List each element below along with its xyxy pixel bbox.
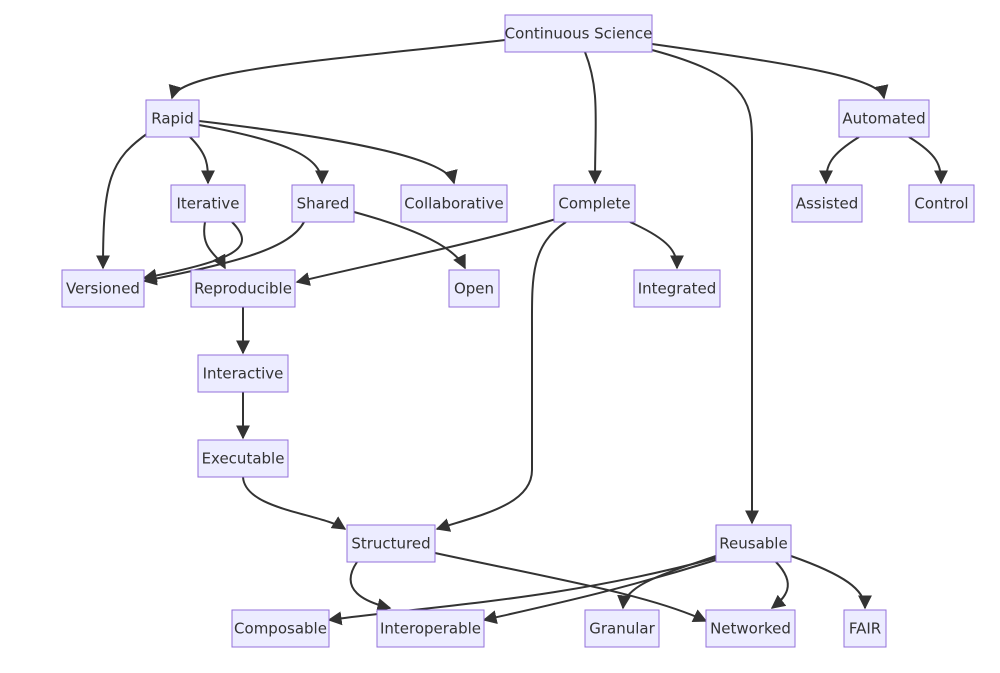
edge-rapid-to-shared <box>198 124 329 185</box>
node-composable: Composable <box>231 609 330 648</box>
node-label: Rapid <box>151 110 194 128</box>
node-executable: Executable <box>197 439 289 478</box>
edge-automated-to-assisted <box>819 136 860 185</box>
node-label: Networked <box>710 620 791 638</box>
node-box <box>231 609 330 648</box>
node-label: Open <box>454 280 494 298</box>
node-box <box>346 524 436 563</box>
node-label: Automated <box>842 110 925 128</box>
edge-automated-to-control <box>908 136 948 185</box>
node-box <box>504 14 653 53</box>
edge-reusable-to-interoperable <box>482 559 717 625</box>
node-label: Executable <box>202 450 285 468</box>
edge-reusable-to-composable <box>327 557 717 626</box>
edges-layer <box>96 39 948 626</box>
node-label: Collaborative <box>404 195 503 213</box>
node-label: Composable <box>234 620 327 638</box>
node-open: Open <box>448 269 500 308</box>
node-box <box>908 184 975 223</box>
edge-iterative-to-reproducible <box>203 221 226 270</box>
node-assisted: Assisted <box>791 184 863 223</box>
node-box <box>170 184 246 223</box>
node-box <box>61 269 145 308</box>
node-box <box>145 99 200 138</box>
edge-structured-to-networked <box>434 552 708 623</box>
node-label: Granular <box>589 620 655 638</box>
node-complete: Complete <box>553 184 636 223</box>
edge-complete-to-structured <box>435 221 567 532</box>
node-box <box>291 184 355 223</box>
node-label: Integrated <box>638 280 717 298</box>
node-label: Reusable <box>719 535 787 553</box>
edge-complete-to-integrated <box>629 221 684 270</box>
node-label: Complete <box>558 195 630 213</box>
node-label: Control <box>914 195 968 213</box>
node-box <box>190 269 296 308</box>
node-structured: Structured <box>346 524 436 563</box>
edge-continuous-science-to-complete <box>584 51 603 185</box>
node-granular: Granular <box>584 609 660 648</box>
node-box <box>400 184 508 223</box>
node-control: Control <box>908 184 975 223</box>
node-box <box>197 439 289 478</box>
node-box <box>633 269 721 308</box>
node-label: Shared <box>297 195 350 213</box>
edge-continuous-science-to-rapid <box>168 39 506 100</box>
node-versioned: Versioned <box>61 269 145 308</box>
edge-structured-to-interoperable <box>349 561 392 612</box>
node-label: Interactive <box>203 365 284 383</box>
node-label: FAIR <box>849 620 881 638</box>
node-label: Assisted <box>796 195 859 213</box>
node-label: Structured <box>351 535 430 553</box>
node-label: Iterative <box>176 195 239 213</box>
node-label: Versioned <box>66 280 140 298</box>
node-fair: FAIR <box>843 609 887 648</box>
node-integrated: Integrated <box>633 269 721 308</box>
node-collaborative: Collaborative <box>400 184 508 223</box>
edge-reusable-to-fair <box>790 555 872 610</box>
node-reusable: Reusable <box>715 524 792 563</box>
node-box <box>715 524 792 563</box>
node-box <box>791 184 863 223</box>
node-continuous-science: Continuous Science <box>504 14 653 53</box>
node-rapid: Rapid <box>145 99 200 138</box>
node-shared: Shared <box>291 184 355 223</box>
node-reproducible: Reproducible <box>190 269 296 308</box>
edge-complete-to-reproducible <box>295 218 557 286</box>
node-label: Interoperable <box>380 620 481 638</box>
edge-reusable-to-networked <box>770 561 789 609</box>
node-box <box>553 184 636 223</box>
edge-rapid-to-iterative <box>189 136 215 185</box>
node-iterative: Iterative <box>170 184 246 223</box>
node-box <box>843 609 887 648</box>
node-automated: Automated <box>838 99 930 138</box>
node-interactive: Interactive <box>197 354 289 393</box>
edge-shared-to-open <box>353 211 466 270</box>
node-box <box>448 269 500 308</box>
node-interoperable: Interoperable <box>376 609 485 648</box>
edge-rapid-to-collaborative <box>198 120 458 185</box>
node-label: Continuous Science <box>505 25 653 43</box>
node-box <box>584 609 660 648</box>
edge-continuous-science-to-automated <box>651 43 889 100</box>
node-box <box>838 99 930 138</box>
edge-reusable-to-granular <box>617 555 717 610</box>
node-label: Reproducible <box>194 280 292 298</box>
node-box <box>705 609 796 648</box>
edge-iterative-to-versioned <box>142 221 243 283</box>
node-networked: Networked <box>705 609 796 648</box>
node-box <box>376 609 485 648</box>
edge-continuous-science-to-reusable <box>651 49 759 525</box>
node-box <box>197 354 289 393</box>
edge-rapid-to-versioned <box>96 132 149 270</box>
edge-shared-to-versioned <box>142 221 305 286</box>
edge-executable-to-structured <box>242 476 347 530</box>
